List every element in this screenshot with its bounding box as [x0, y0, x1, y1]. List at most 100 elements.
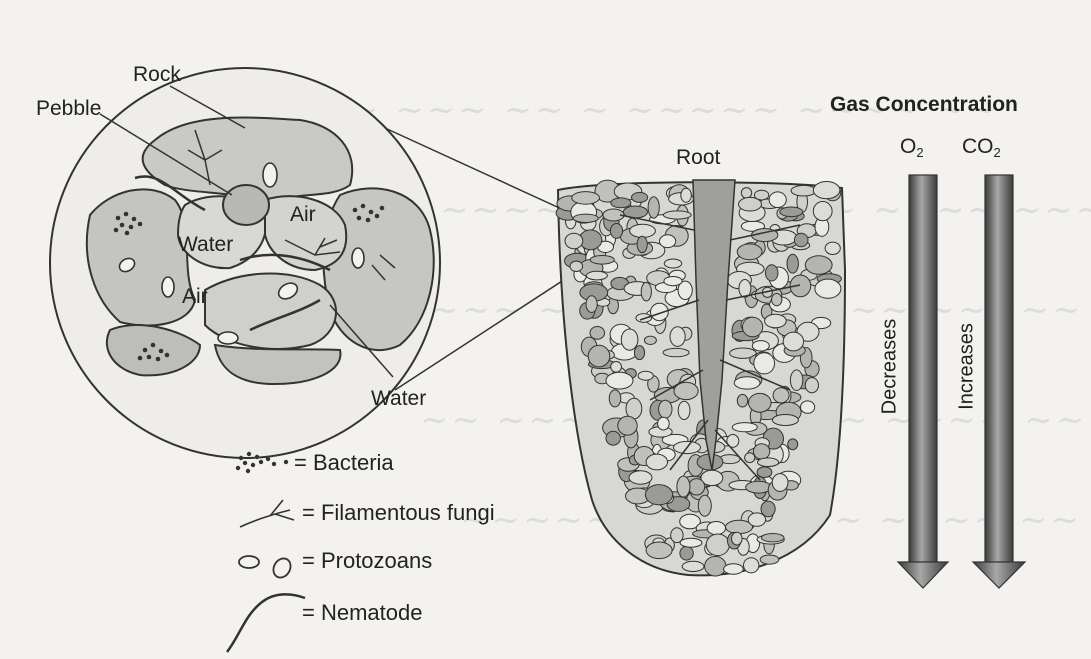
soil-particle	[610, 224, 622, 239]
soil-particle	[749, 393, 772, 412]
soil-particle	[641, 282, 651, 301]
soil-particle	[761, 534, 784, 542]
protozoan-icon	[218, 332, 238, 344]
o2-label-sub: 2	[916, 145, 923, 160]
soil-particle	[788, 439, 798, 450]
soil-column	[556, 180, 845, 576]
soil-particle	[760, 555, 779, 564]
soil-particle	[801, 401, 815, 413]
soil-particle	[745, 453, 755, 463]
air-label-top: Air	[290, 203, 316, 227]
soil-particle	[772, 474, 788, 492]
o2-arrow	[898, 175, 948, 588]
soil-particle	[791, 185, 816, 196]
o2-trend-label: Decreases	[879, 317, 902, 417]
o2-label: O2	[900, 135, 924, 160]
soil-particle	[707, 522, 725, 535]
protozoan-icon	[162, 277, 174, 297]
protozoan-icon	[352, 248, 364, 268]
soil-particle	[783, 332, 803, 351]
soil-particle	[621, 329, 638, 350]
soil-particle	[773, 388, 789, 403]
soil-particle	[825, 242, 840, 254]
soil-particle	[573, 214, 598, 222]
rock-label: Rock	[133, 63, 181, 87]
soil-particle	[787, 254, 798, 273]
soil-particle	[681, 188, 692, 202]
pebble-label: Pebble	[36, 97, 101, 121]
soil-particle	[772, 415, 798, 426]
co2-arrow	[973, 175, 1025, 588]
air-label-bottom: Air	[182, 285, 208, 309]
soil-particle	[761, 501, 775, 517]
soil-particle	[632, 192, 648, 202]
soil-particle	[739, 197, 762, 211]
soil-particle	[565, 233, 583, 248]
legend-nematode: = Nematode	[302, 600, 422, 626]
soil-particle	[805, 378, 818, 393]
soil-particle	[790, 370, 802, 391]
soil-particle	[746, 481, 772, 493]
soil-particle	[590, 255, 614, 264]
soil-particle	[813, 202, 832, 221]
water-label-bottom: Water	[371, 387, 426, 411]
soil-particle	[646, 542, 672, 559]
soil-particle	[609, 390, 621, 407]
soil-particle	[724, 564, 744, 575]
soil-particle	[752, 341, 769, 351]
soil-particle	[689, 479, 705, 495]
soil-particle	[663, 211, 691, 219]
soil-particle	[780, 207, 803, 217]
pebble	[223, 185, 269, 225]
soil-particle	[659, 400, 672, 418]
legend-bacteria: = Bacteria	[294, 450, 394, 476]
co2-label: CO2	[962, 135, 1001, 160]
soil-particle	[660, 235, 676, 248]
protozoan-icon	[263, 163, 277, 187]
soil-particle	[757, 467, 772, 478]
soil-particle	[734, 377, 760, 389]
soil-particle	[670, 327, 685, 347]
fungi-icon	[240, 500, 294, 527]
soil-particle	[698, 495, 711, 516]
soil-particle	[629, 471, 652, 484]
soil-particle	[611, 198, 631, 208]
gas-concentration-title: Gas Concentration	[830, 93, 1018, 117]
soil-particle	[732, 423, 757, 432]
soil-particle	[706, 534, 729, 556]
soil-particle	[794, 233, 808, 247]
o2-label-base: O	[900, 135, 916, 158]
rock-aggregate	[323, 188, 433, 350]
soil-particle	[815, 279, 841, 298]
soil-particle	[680, 546, 693, 560]
soil-particle	[664, 277, 682, 286]
soil-particle	[634, 346, 644, 360]
soil-particle	[630, 224, 656, 237]
soil-particle	[590, 327, 605, 340]
co2-label-base: CO	[962, 135, 994, 158]
soil-particle	[737, 394, 747, 407]
soil-particle	[644, 336, 656, 344]
soil-particle	[741, 188, 751, 199]
soil-particle	[737, 244, 762, 260]
soil-particle	[663, 348, 689, 356]
soil-particle	[572, 192, 600, 205]
soil-particle	[611, 362, 622, 373]
nematode-icon	[227, 594, 305, 652]
soil-particle	[638, 371, 653, 380]
soil-particle	[606, 372, 633, 389]
soil-particle	[744, 558, 759, 573]
co2-trend-label: Increases	[956, 317, 979, 417]
soil-particle	[664, 259, 681, 268]
soil-particle	[758, 458, 779, 467]
soil-particle	[646, 454, 667, 470]
soil-particle	[769, 192, 786, 208]
soil-particle	[732, 532, 743, 545]
protozoan-icon	[239, 555, 294, 580]
soil-particle	[677, 476, 690, 497]
soil-particle	[606, 431, 620, 445]
soil-particle	[588, 345, 610, 367]
soil-particle	[765, 265, 778, 281]
water-label-left: Water	[178, 233, 233, 257]
soil-particle	[570, 261, 583, 271]
